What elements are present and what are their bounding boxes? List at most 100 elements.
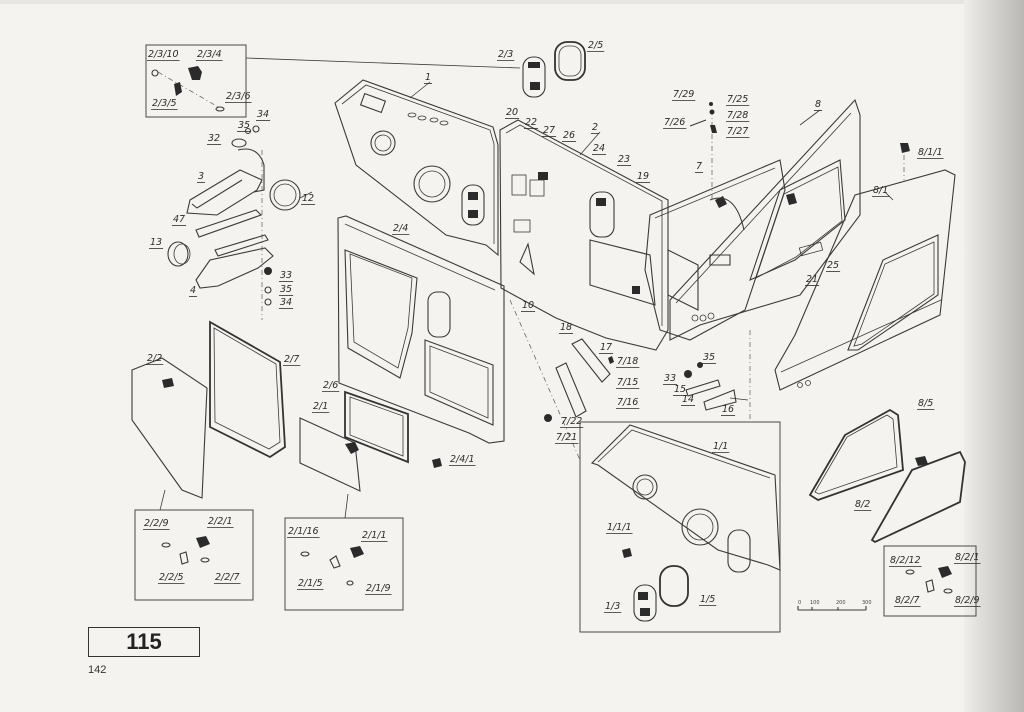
label-2-3-4: 2/3/4	[197, 49, 222, 60]
label-7-21: 7/21	[556, 432, 577, 443]
bracket-plates-7-15-7-16	[544, 338, 749, 422]
panel-2-4	[337, 215, 505, 444]
label-2-3-6: 2/3/6	[226, 91, 251, 102]
label-15: 15	[674, 384, 686, 395]
label-21: 21	[806, 274, 818, 285]
part-labels: 2/3/10 2/3/4 2/3/5 2/3/6 34 35 32 3 12 4…	[143, 40, 981, 613]
panel-7	[644, 102, 786, 341]
latch-part-2-3-4	[188, 66, 202, 80]
label-2-1-16: 2/1/16	[288, 526, 319, 537]
label-1: 1	[425, 72, 431, 83]
detail-box-panel-1-1	[579, 421, 781, 633]
scale-tick-100: 100	[810, 600, 820, 606]
label-1-1: 1/1	[713, 441, 728, 452]
label-35-right: 35	[703, 352, 715, 363]
label-32: 32	[208, 133, 220, 144]
label-2-2-9: 2/2/9	[144, 518, 169, 529]
label-8-5: 8/5	[918, 398, 933, 409]
label-2-5: 2/5	[588, 40, 603, 51]
label-7-28: 7/28	[727, 110, 748, 121]
label-8-2: 8/2	[855, 499, 870, 510]
label-2-3-10: 2/3/10	[148, 49, 179, 60]
detail-box-2-2-hardware	[134, 489, 254, 601]
label-2-4: 2/4	[393, 223, 408, 234]
label-2: 2	[592, 122, 598, 133]
panel-8-1	[774, 143, 956, 391]
label-8-2-7: 8/2/7	[895, 595, 920, 606]
label-35-left: 35	[280, 284, 292, 295]
latch-part-2-3-5	[174, 82, 182, 96]
label-7-29: 7/29	[673, 89, 694, 100]
label-10: 10	[522, 300, 534, 311]
label-7-27: 7/27	[727, 126, 748, 137]
figure-number-box: 115	[88, 627, 200, 657]
label-1-3: 1/3	[605, 601, 620, 612]
panel-2	[499, 119, 669, 351]
panel-1	[334, 79, 499, 257]
label-17: 17	[600, 342, 612, 353]
handle-2-3-and-seal-2-5	[522, 41, 586, 98]
label-26: 26	[563, 130, 575, 141]
label-2-2-7: 2/2/7	[215, 572, 240, 583]
window-2-1-and-seal-2-6	[299, 390, 442, 492]
detail-box-2-1-hardware	[284, 493, 404, 611]
seals-8-5-and-8-2	[808, 408, 966, 544]
label-14: 14	[682, 394, 694, 405]
label-2-1-9: 2/1/9	[366, 583, 391, 594]
label-8: 8	[815, 99, 821, 110]
label-24: 24	[593, 143, 605, 154]
label-7-22: 7/22	[561, 416, 582, 427]
label-7-18: 7/18	[617, 356, 638, 367]
label-7-26: 7/26	[664, 117, 685, 128]
panel-8	[669, 98, 861, 341]
label-12: 12	[302, 193, 314, 204]
label-2-3: 2/3	[498, 49, 513, 60]
page-binding-shadow	[964, 0, 1024, 712]
label-25: 25	[827, 260, 839, 271]
door-2-2-and-seal-2-7	[131, 320, 286, 499]
label-7-15: 7/15	[617, 377, 638, 388]
label-23: 23	[618, 154, 630, 165]
label-2-1-5: 2/1/5	[298, 578, 323, 589]
detail-box-8-2-hardware	[883, 545, 977, 617]
label-1-1-1: 1/1/1	[607, 522, 632, 533]
label-1-5: 1/5	[700, 594, 715, 605]
label-33-left: 33	[280, 270, 292, 281]
leader-lines	[299, 81, 894, 461]
label-2-1: 2/1	[313, 401, 328, 412]
label-18: 18	[560, 322, 572, 333]
label-34-top: 34	[257, 109, 269, 120]
hinge-assembly	[167, 125, 301, 320]
label-8-2-12: 8/2/12	[890, 555, 921, 566]
label-33-right: 33	[664, 373, 676, 384]
label-22: 22	[525, 117, 537, 128]
page-top-edge	[0, 0, 1024, 4]
label-2-6: 2/6	[323, 380, 338, 391]
label-35-top: 35	[238, 120, 250, 131]
detail-box-2-3-hardware	[145, 44, 521, 118]
page-number: 142	[88, 664, 107, 676]
label-7-16: 7/16	[617, 397, 638, 408]
scale-tick-300: 300	[862, 600, 872, 606]
label-19: 19	[637, 171, 649, 182]
label-8-1-1: 8/1/1	[918, 147, 943, 158]
label-47: 47	[173, 214, 185, 225]
scale-tick-200: 200	[836, 600, 846, 606]
label-4: 4	[190, 285, 196, 296]
label-16: 16	[722, 404, 734, 415]
label-7: 7	[696, 161, 702, 172]
label-2-4-1: 2/4/1	[450, 454, 475, 465]
scale-bar: 0 100 200 300	[797, 600, 872, 611]
label-7-25: 7/25	[727, 94, 748, 105]
label-8-1: 8/1	[873, 185, 888, 196]
label-2-2-5: 2/2/5	[159, 572, 184, 583]
label-3: 3	[198, 171, 204, 182]
label-13: 13	[150, 237, 162, 248]
label-2-7: 2/7	[284, 354, 299, 365]
label-20: 20	[506, 107, 518, 118]
label-27: 27	[543, 125, 555, 136]
label-2-2-1: 2/2/1	[208, 516, 233, 527]
label-2-3-5: 2/3/5	[152, 98, 177, 109]
label-2-2: 2/2	[147, 353, 162, 364]
